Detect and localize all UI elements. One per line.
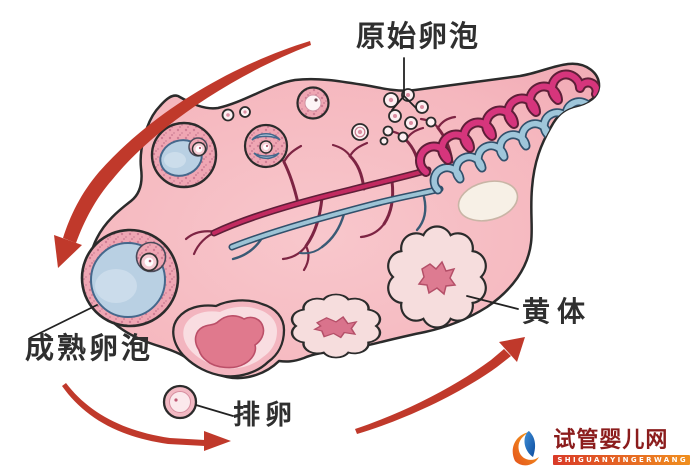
- watermark-logo-icon: [512, 431, 540, 466]
- leader-lines: [29, 57, 519, 417]
- released-egg: [162, 384, 198, 420]
- primary-follicle: [296, 86, 330, 120]
- watermark: 试管婴儿网 SHIGUANYINGERWANG: [506, 427, 690, 467]
- label-corpus-luteum: 黄体: [522, 295, 593, 328]
- corpus-luteum: [387, 225, 487, 329]
- label-primordial-follicle: 原始卵泡: [356, 19, 481, 53]
- watermark-romanized: SHIGUANYINGERWANG: [553, 454, 690, 465]
- cycle-arrow-right: [355, 337, 525, 434]
- cycle-arrow-bottom: [62, 383, 231, 451]
- ruptured-follicle: [172, 299, 286, 378]
- antral-follicle: [150, 121, 218, 189]
- secondary-follicle: [243, 123, 289, 169]
- cycle-arrow-left: [54, 41, 311, 268]
- cycle-arrows: [54, 41, 525, 451]
- early-corpus-luteum: [290, 293, 382, 359]
- watermark-site-name: 试管婴儿网: [553, 428, 669, 454]
- label-ovulation: 排卵: [233, 400, 297, 431]
- corpus-albicans: [457, 180, 519, 222]
- mature-follicle: [80, 228, 180, 328]
- label-mature-follicle: 成熟卵泡: [25, 331, 154, 365]
